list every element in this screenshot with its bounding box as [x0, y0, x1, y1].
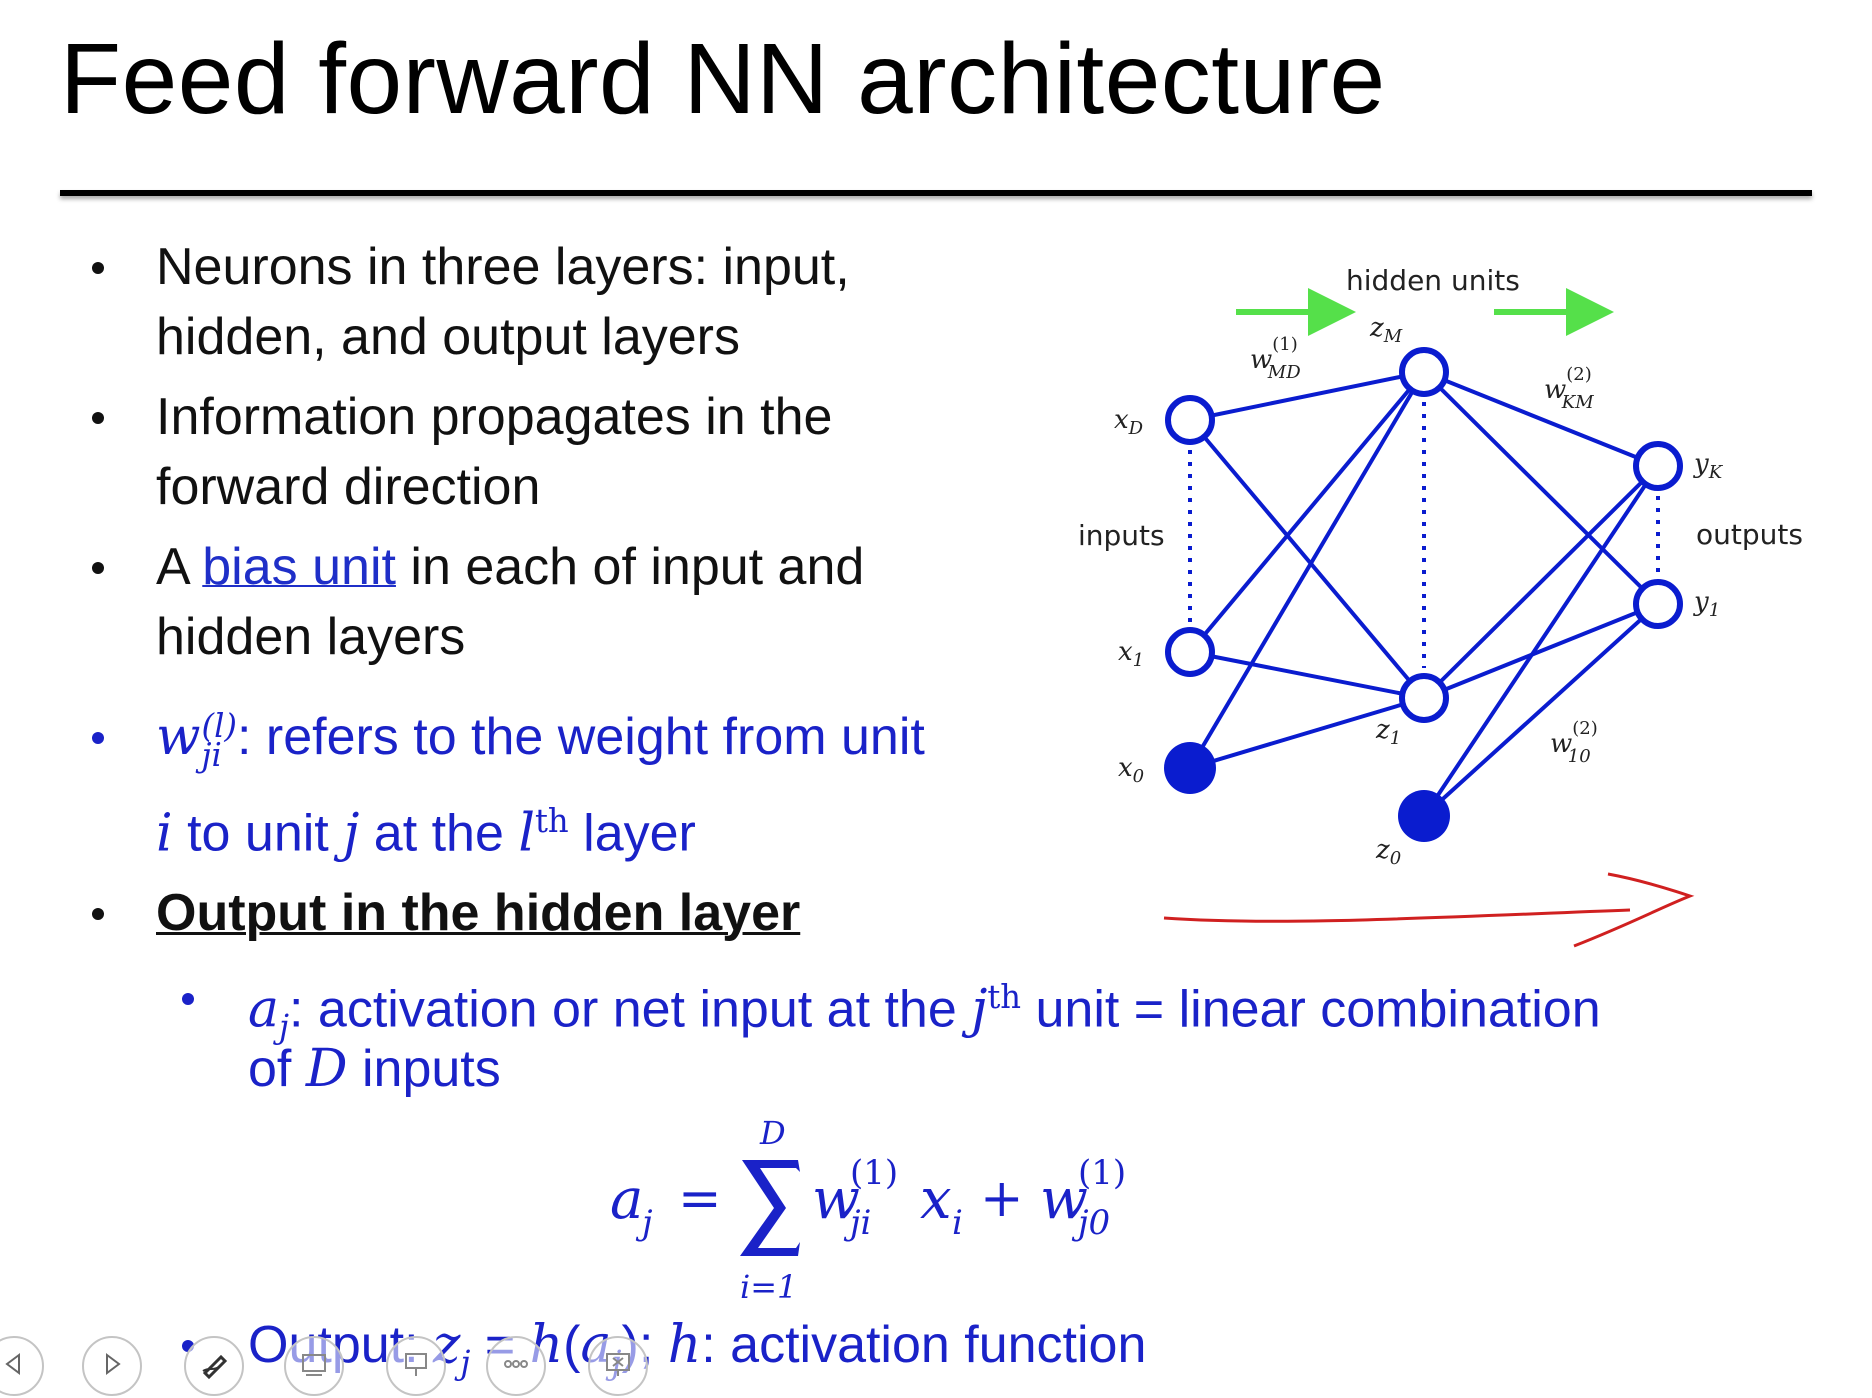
prev-icon [0, 1347, 31, 1386]
sub-bullet-1-line-2: of D inputs [248, 1039, 501, 1099]
bullet-3-line-2: hidden layers [156, 608, 466, 666]
svg-text:D: D [759, 1114, 786, 1152]
label-z1: z1 [1375, 715, 1401, 749]
bullet-4-line-2: i to unit j at the lth layer [156, 802, 696, 864]
svg-text:w: w [812, 1167, 860, 1232]
network-edges [1188, 370, 1660, 818]
svg-text:(1): (1) [850, 1153, 898, 1193]
label-wMD: w(1)MD [1250, 334, 1301, 383]
label-w10: w(2)10 [1550, 718, 1598, 767]
presentation-toolbar [0, 1330, 700, 1398]
node-input-xD [1165, 395, 1215, 445]
slides-button[interactable] [284, 1336, 344, 1396]
svg-text:=: = [678, 1169, 722, 1229]
label-yK: yK [1693, 449, 1724, 483]
ellipsis-dots [1188, 402, 1660, 668]
bias-unit-link[interactable]: bias unit [202, 538, 396, 596]
bullet-1-line-1: Neurons in three layers: input, [156, 238, 850, 296]
pointer-button[interactable] [386, 1336, 446, 1396]
svg-text:a: a [610, 1167, 643, 1232]
bullet-4-line-1: w(l)ji: refers to the weight from unit [156, 702, 925, 772]
red-annotation-arrow [1163, 872, 1695, 948]
svg-text:i: i [952, 1203, 963, 1243]
node-hidden-zM [1399, 347, 1449, 397]
bullet-3-line-1: A bias unit in each of input and [156, 532, 864, 602]
next-icon [95, 1347, 129, 1386]
label-x0: x0 [1118, 753, 1144, 787]
slides-icon [297, 1347, 331, 1386]
outputs-label: outputs [1696, 518, 1803, 551]
node-input-x1 [1165, 627, 1215, 677]
slide-title: Feed forward NN architecture [60, 23, 1386, 135]
label-wKM: w(2)KM [1544, 364, 1594, 413]
label-zM: zM [1369, 313, 1403, 347]
bias-node-z0 [1398, 790, 1450, 842]
bullet-marker [92, 412, 104, 424]
inputs-label: inputs [1078, 519, 1165, 552]
node-hidden-z1 [1399, 673, 1449, 723]
sub-bullet-marker [182, 993, 194, 1005]
bullet-3-prefix: A [156, 538, 203, 596]
label-z0: z0 [1375, 835, 1401, 869]
svg-text:w: w [1040, 1167, 1088, 1232]
node-output-yK [1633, 441, 1683, 491]
activation-equation: a j = D i=1 w (1) ji x i + w (1) j0 [600, 1108, 1220, 1308]
pen-icon [197, 1347, 231, 1386]
section-heading: Output in the hidden layer [156, 884, 801, 942]
svg-text:(1): (1) [1078, 1153, 1126, 1193]
prev-button[interactable] [0, 1336, 44, 1396]
network-diagram: hidden units inputs outputs xD x1 x0 zM … [1070, 250, 1810, 926]
more-icon [499, 1347, 533, 1386]
hidden-units-label: hidden units [1346, 264, 1520, 297]
weight-symbol: w(l)ji [156, 706, 237, 774]
bullet-4-text: : refers to the weight from unit [236, 708, 925, 766]
sub-bullet-1-line-1: aj: activation or net input at the jth u… [248, 978, 1601, 1046]
pen-button[interactable] [184, 1336, 244, 1396]
svg-text:j0: j0 [1071, 1203, 1110, 1243]
screen-button[interactable] [588, 1336, 648, 1396]
pointer-icon [399, 1347, 433, 1386]
bullet-2-line-2: forward direction [156, 458, 541, 516]
bullet-marker [92, 562, 104, 574]
bullet-3-suffix: in each of input and [395, 538, 865, 596]
bullet-1-line-2: hidden, and output layers [156, 308, 740, 366]
bias-node-x0 [1164, 742, 1216, 794]
svg-text:x: x [920, 1167, 952, 1232]
label-y1: y1 [1693, 587, 1720, 621]
svg-text:+: + [980, 1169, 1024, 1229]
bullet-marker [92, 732, 104, 744]
label-x1: x1 [1118, 637, 1144, 671]
bullet-marker [92, 908, 104, 920]
bullet-marker [92, 262, 104, 274]
screen-icon [601, 1347, 635, 1386]
bullet-2-line-1: Information propagates in the [156, 388, 833, 446]
label-xD: xD [1114, 405, 1144, 439]
more-button[interactable] [486, 1336, 546, 1396]
title-divider [60, 190, 1812, 196]
next-button[interactable] [82, 1336, 142, 1396]
node-output-y1 [1633, 579, 1683, 629]
svg-text:i=1: i=1 [740, 1268, 797, 1306]
